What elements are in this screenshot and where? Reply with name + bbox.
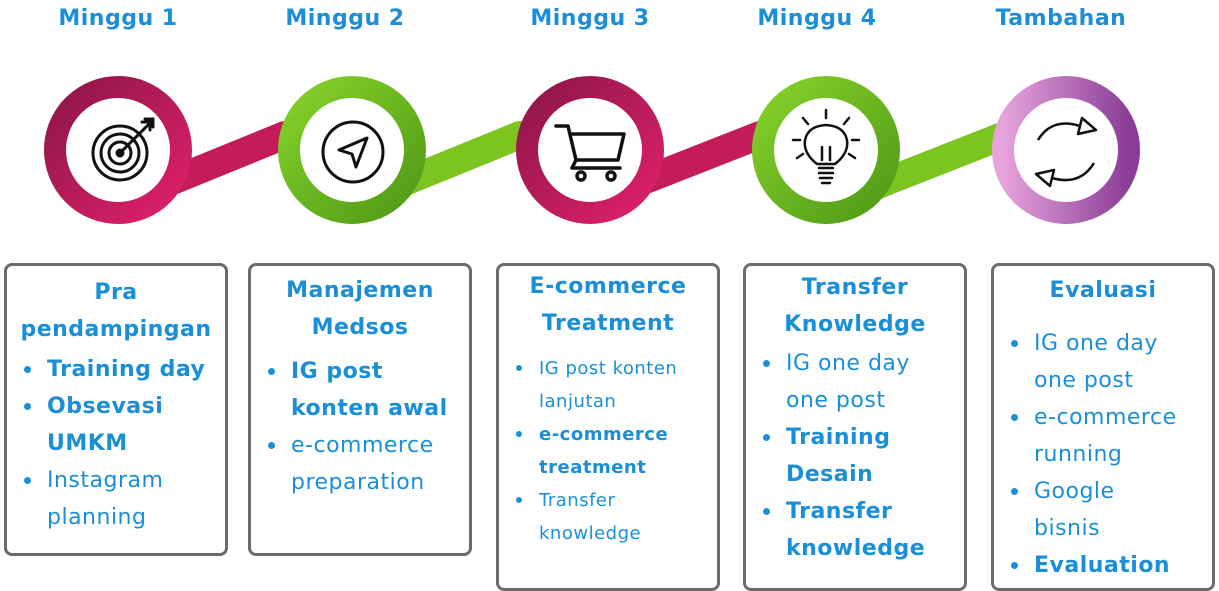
- cart-icon: [554, 124, 626, 182]
- week-1-title: Minggu 1: [58, 6, 178, 31]
- card-title: Transfer Knowledge: [784, 275, 926, 337]
- list-item: Evaluation: [994, 547, 1212, 584]
- refresh-icon: [1034, 116, 1098, 188]
- card-title: Pra pendampingan: [20, 280, 212, 342]
- extra-title: Tambahan: [995, 6, 1127, 31]
- lightbulb-icon: [791, 108, 861, 185]
- timeline-track: [44, 76, 1140, 224]
- list-item: Training day: [7, 351, 225, 388]
- week-4-title: Minggu 4: [757, 6, 877, 31]
- card-title: Evaluasi: [1049, 278, 1157, 303]
- navigation-icon: [321, 120, 385, 184]
- ring-week-2: [278, 76, 426, 224]
- week-3-title: Minggu 3: [530, 6, 650, 31]
- ring-week-4: [752, 76, 900, 224]
- ring-extra: [992, 76, 1140, 224]
- ring-week-3: [516, 76, 664, 224]
- card-title: E-commerce Treatment: [529, 274, 687, 336]
- card-title: Manajemen Medsos: [286, 278, 434, 340]
- week-2-title: Minggu 2: [285, 6, 405, 31]
- target-icon: [91, 117, 155, 182]
